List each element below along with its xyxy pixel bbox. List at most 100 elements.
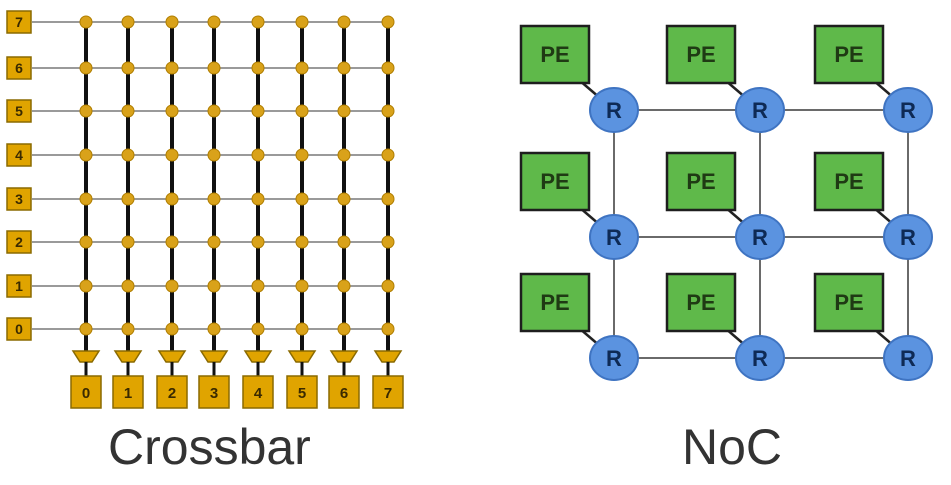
crosspoint-2-2	[165, 235, 179, 249]
pe-label: PE	[540, 169, 569, 194]
crosspoint-6-0	[79, 61, 93, 75]
crosspoint-1-1	[121, 279, 135, 293]
crosspoint-0-2	[165, 322, 179, 336]
pe-label: PE	[834, 169, 863, 194]
router-label: R	[900, 346, 916, 371]
crosspoint-5-5	[295, 104, 309, 118]
crossbar-input-port-box	[6, 56, 32, 80]
pe-box	[813, 151, 885, 212]
crosspoint-6-3	[207, 61, 221, 75]
crossbar-input-port-label: 0	[15, 321, 23, 337]
crosspoint-2-6	[337, 235, 351, 249]
pe-box	[519, 24, 591, 85]
crosspoint-5-0	[79, 104, 93, 118]
crosspoint-7-2	[165, 15, 179, 29]
crossbar-input-port-label: 6	[15, 60, 23, 76]
pe-box	[665, 24, 737, 85]
pe-label: PE	[686, 169, 715, 194]
crossbar-output-mux	[157, 350, 187, 363]
router-label: R	[752, 98, 768, 123]
crossbar-input-port-box	[6, 99, 32, 123]
crosspoint-4-5	[295, 148, 309, 162]
crossbar-output-port-box	[112, 375, 144, 409]
crosspoint-4-1	[121, 148, 135, 162]
crossbar-input-port-box	[6, 10, 32, 34]
pe-label: PE	[540, 42, 569, 67]
crosspoint-7-4	[251, 15, 265, 29]
pe-label: PE	[686, 42, 715, 67]
crosspoint-3-0	[79, 192, 93, 206]
crosspoint-6-6	[337, 61, 351, 75]
crosspoint-0-4	[251, 322, 265, 336]
crosspoint-2-5	[295, 235, 309, 249]
crossbar-output-mux	[329, 350, 359, 363]
crosspoint-2-7	[381, 235, 395, 249]
crosspoint-3-7	[381, 192, 395, 206]
router-label: R	[752, 225, 768, 250]
crosspoint-1-0	[79, 279, 93, 293]
crossbar-output-mux	[199, 350, 229, 363]
crosspoint-5-2	[165, 104, 179, 118]
crosspoint-5-7	[381, 104, 395, 118]
crossbar-output-port-label: 4	[254, 385, 263, 402]
crossbar-output-port-label: 0	[82, 385, 90, 402]
crossbar-output-port-label: 5	[298, 385, 306, 402]
router-node	[589, 335, 639, 381]
crossbar-input-port-label: 2	[15, 234, 23, 250]
crossbar-output-port-label: 2	[168, 385, 176, 402]
crossbar-output-mux	[287, 350, 317, 363]
crosspoint-1-2	[165, 279, 179, 293]
crosspoint-4-3	[207, 148, 221, 162]
crosspoint-1-4	[251, 279, 265, 293]
crossbar-output-port-box	[286, 375, 318, 409]
router-label: R	[900, 225, 916, 250]
pe-box	[519, 151, 591, 212]
crosspoint-0-3	[207, 322, 221, 336]
pe-box	[813, 24, 885, 85]
router-label: R	[606, 98, 622, 123]
crosspoint-1-5	[295, 279, 309, 293]
crossbar-output-port-box	[328, 375, 360, 409]
pe-box	[665, 272, 737, 333]
crosspoint-7-5	[295, 15, 309, 29]
crosspoint-0-7	[381, 322, 395, 336]
crosspoint-7-0	[79, 15, 93, 29]
crosspoint-2-4	[251, 235, 265, 249]
crosspoint-4-2	[165, 148, 179, 162]
pe-label: PE	[540, 290, 569, 315]
crossbar-output-port-label: 3	[210, 385, 218, 402]
crossbar-output-mux	[113, 350, 143, 363]
crossbar-input-port-label: 5	[15, 103, 23, 119]
crosspoint-4-4	[251, 148, 265, 162]
router-node	[589, 87, 639, 133]
pe-label: PE	[686, 290, 715, 315]
crossbar-output-port-box	[372, 375, 404, 409]
crosspoint-3-1	[121, 192, 135, 206]
crossbar-output-mux	[243, 350, 273, 363]
crossbar-input-port-box	[6, 230, 32, 254]
crossbar-input-port-label: 7	[15, 14, 23, 30]
crosspoint-3-5	[295, 192, 309, 206]
router-node	[735, 87, 785, 133]
crosspoint-6-2	[165, 61, 179, 75]
crossbar-output-mux	[373, 350, 403, 363]
crosspoint-5-1	[121, 104, 135, 118]
pe-box	[813, 272, 885, 333]
crosspoint-4-7	[381, 148, 395, 162]
router-node	[883, 335, 933, 381]
router-node	[735, 214, 785, 260]
router-node	[589, 214, 639, 260]
crosspoint-4-6	[337, 148, 351, 162]
pe-label: PE	[834, 290, 863, 315]
crosspoint-7-3	[207, 15, 221, 29]
crossbar-output-port-label: 6	[340, 385, 348, 402]
pe-box	[665, 151, 737, 212]
crosspoint-3-4	[251, 192, 265, 206]
crosspoint-7-6	[337, 15, 351, 29]
crossbar-output-port-box	[156, 375, 188, 409]
crossbar-input-port-label: 4	[15, 147, 23, 163]
crosspoint-0-5	[295, 322, 309, 336]
crosspoint-6-1	[121, 61, 135, 75]
